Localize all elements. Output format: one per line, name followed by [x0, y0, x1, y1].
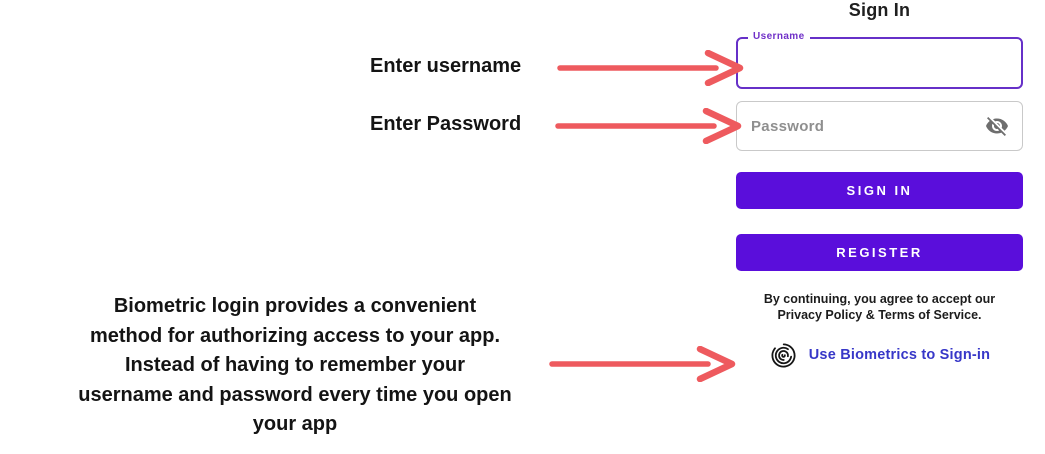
username-field[interactable]: Username [736, 31, 1023, 89]
biometrics-link-label: Use Biometrics to Sign-in [808, 347, 991, 363]
red-arrow-icon-biometrics [549, 346, 736, 382]
password-input[interactable] [751, 117, 984, 135]
password-visibility-toggle[interactable] [984, 113, 1010, 139]
annotation-biometric-note: Biometric login provides a convenient me… [30, 292, 560, 440]
red-arrow-icon-password [555, 108, 742, 144]
note-line-5: your app [252, 413, 338, 435]
username-input[interactable] [748, 41, 1011, 85]
page-title: Sign In [848, 0, 911, 20]
note-line-1: Biometric login provides a convenient [113, 295, 477, 317]
biometrics-link[interactable]: Use Biometrics to Sign-in [736, 338, 1023, 372]
terms-line-1: By continuing, you agree to accept our [763, 292, 996, 306]
terms-line-2: Privacy Policy & Terms of Service. [777, 308, 982, 322]
red-arrow-icon-username [557, 50, 744, 86]
terms-text: By continuing, you agree to accept our P… [736, 291, 1023, 323]
note-line-3: Instead of having to remember your [124, 354, 466, 376]
visibility-off-icon [985, 114, 1009, 138]
register-button[interactable]: REGISTER [736, 234, 1023, 271]
note-line-2: method for authorizing access to your ap… [89, 324, 501, 347]
sign-in-button[interactable]: SIGN IN [736, 172, 1023, 209]
annotation-enter-password: Enter Password [370, 113, 522, 135]
annotation-enter-username: Enter username [370, 55, 522, 77]
password-field[interactable] [736, 101, 1023, 151]
fingerprint-icon [769, 341, 798, 370]
username-field-label: Username [748, 31, 810, 42]
note-line-4: username and password every time you ope… [78, 383, 512, 406]
